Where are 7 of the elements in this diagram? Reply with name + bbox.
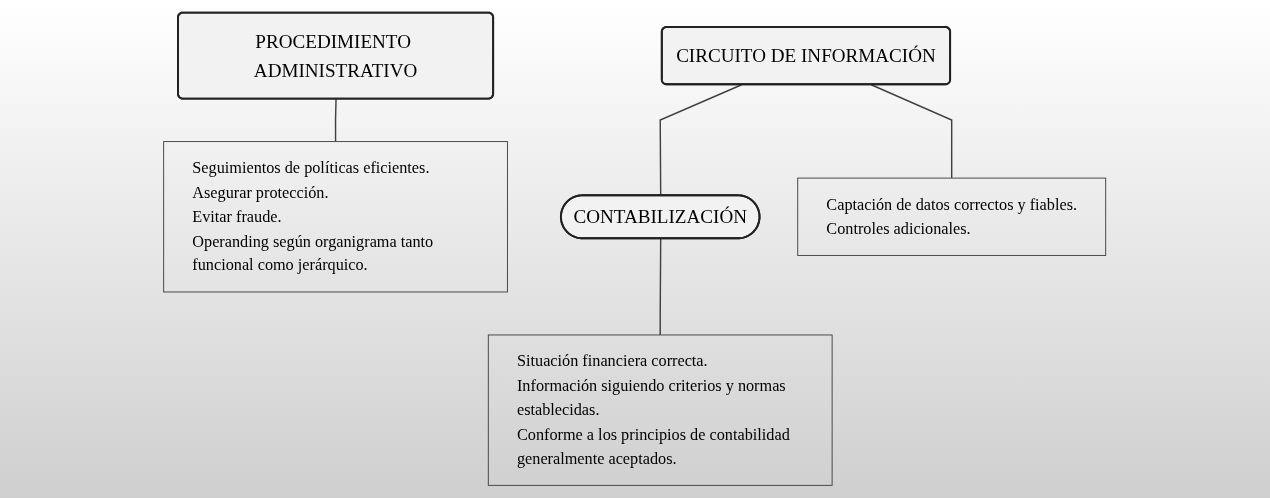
connector [870,84,953,179]
node-box: Situación financiera correcta. Información siguiendo criterios y normas establecidas. Conforme a los principios de contabilidad generalmente aceptados. [488,334,833,486]
connector [659,238,662,336]
connector [659,84,743,197]
node-box: Captación de datos correctos y fiables. Controles adicionales. [797,177,1107,256]
node-box: Seguimientos de políticas eficientes. Asegurar protección. Evitar fraude. Operanding según organigrama tanto funcional como jerárquico. [163,141,509,293]
connector [335,98,338,143]
